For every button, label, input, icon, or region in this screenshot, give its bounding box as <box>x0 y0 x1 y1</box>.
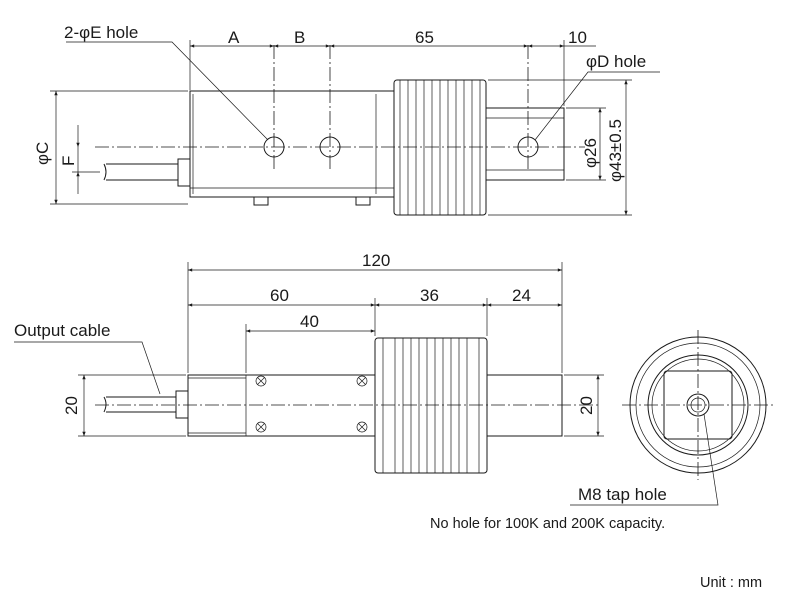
top-right-shaft <box>485 107 565 181</box>
label-output-cable: Output cable <box>14 321 110 340</box>
dim-f: F <box>59 156 78 166</box>
top-bellows <box>393 79 487 216</box>
side-body-block <box>187 374 376 437</box>
top-body-block <box>189 90 395 206</box>
label-2-phi-e-hole: 2-φE hole <box>64 23 138 42</box>
side-view: 120 60 36 24 40 Output cable 20 20 <box>14 251 604 474</box>
end-tap-hole <box>686 393 710 417</box>
top-cable <box>103 158 191 187</box>
dim-phi-26: φ26 <box>581 138 600 168</box>
dim-20-right: 20 <box>577 396 596 415</box>
side-screws <box>255 375 368 433</box>
top-view: 2-φE hole φD hole A B 65 10 φC F φ26 φ43… <box>33 23 660 216</box>
end-view-note: No hole for 100K and 200K capacity. <box>430 516 665 532</box>
dim-36: 36 <box>420 286 439 305</box>
dim-10: 10 <box>568 28 587 47</box>
end-view: M8 tap hole No hole for 100K and 200K ca… <box>430 330 774 532</box>
dim-60: 60 <box>270 286 289 305</box>
dim-a: A <box>228 28 240 47</box>
dim-40: 40 <box>300 312 319 331</box>
label-phi-d-hole: φD hole <box>586 52 646 71</box>
dim-120: 120 <box>362 251 390 270</box>
side-right-shaft <box>486 374 563 437</box>
dim-b: B <box>294 28 305 47</box>
side-bellows <box>374 337 488 474</box>
dim-phi-43: φ43±0.5 <box>606 119 625 182</box>
dim-20-left: 20 <box>62 396 81 415</box>
label-m8-tap-hole: M8 tap hole <box>578 485 667 504</box>
dim-24: 24 <box>512 286 531 305</box>
unit-label: Unit : mm <box>700 575 762 591</box>
dim-65: 65 <box>415 28 434 47</box>
side-cable <box>103 390 189 419</box>
dim-phi-c: φC <box>33 142 52 165</box>
